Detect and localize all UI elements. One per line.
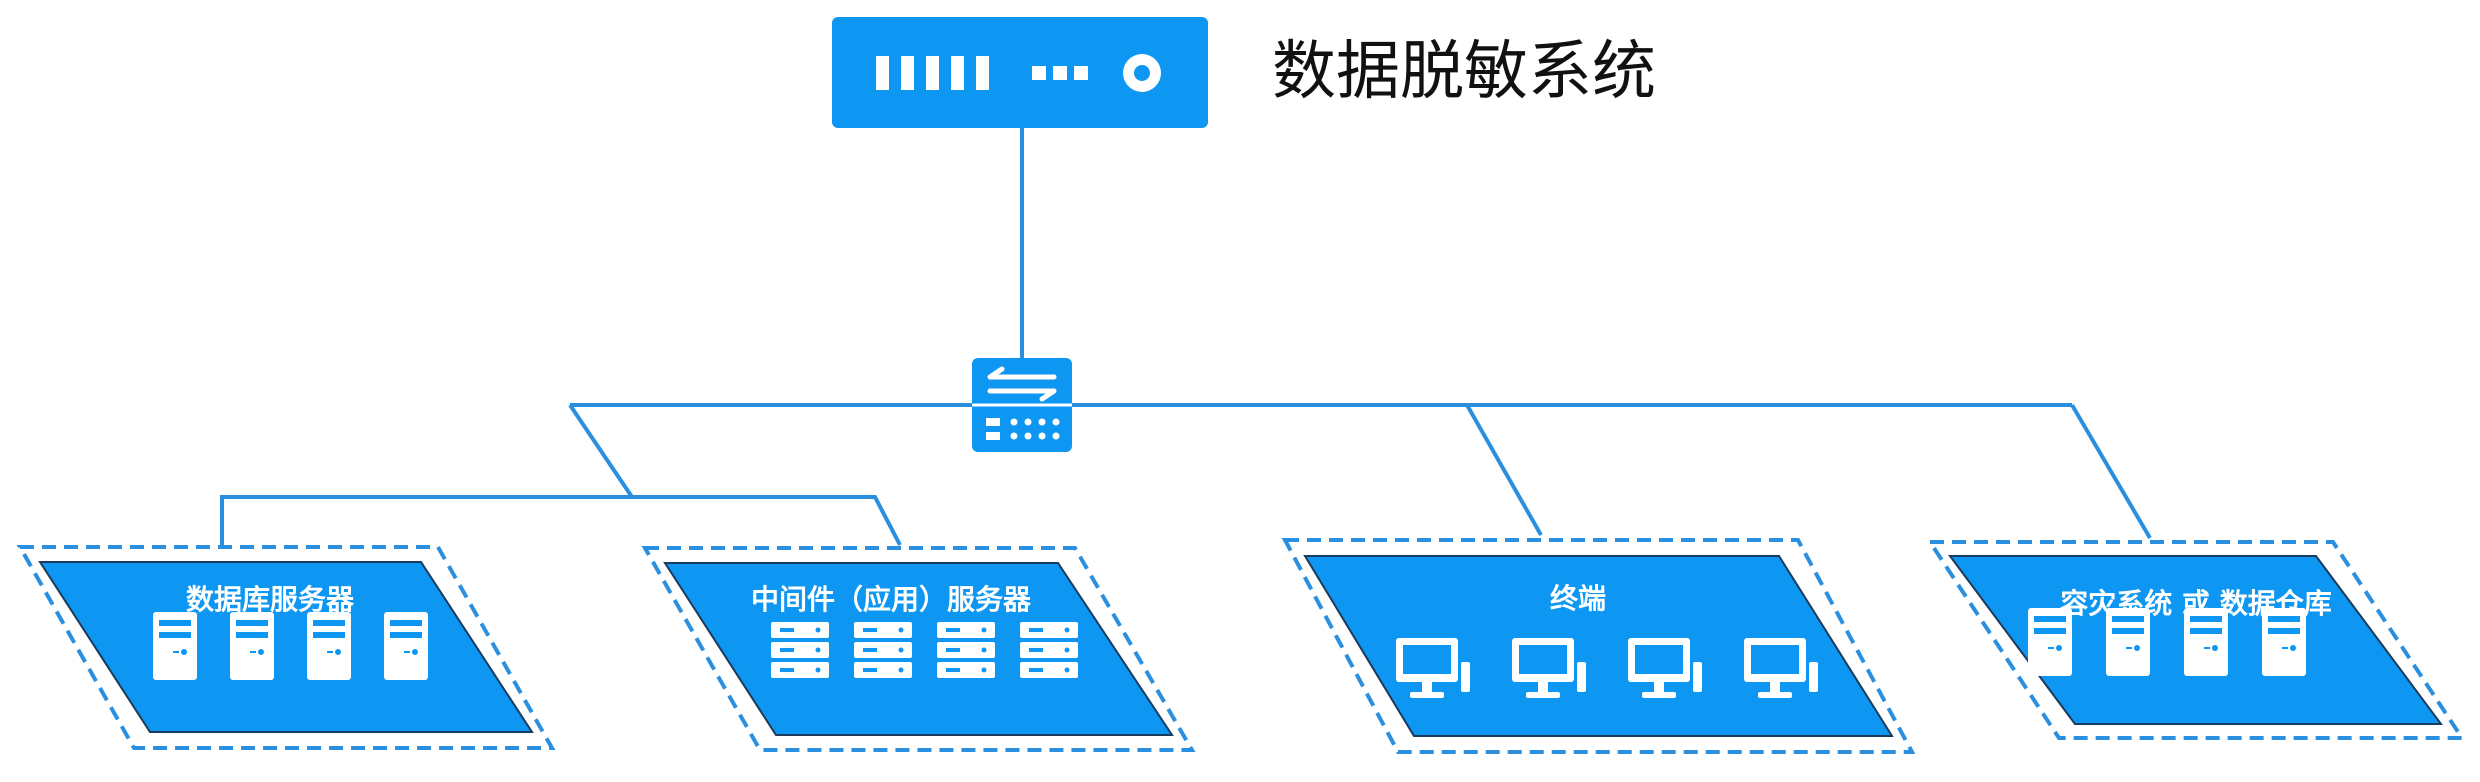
zone-panels: [16, 538, 2466, 754]
monitor-icon: [1744, 638, 1818, 698]
bus-to-terminal-line: [1465, 404, 1543, 536]
rack-server-icon: [771, 622, 829, 678]
zone-panel: [663, 562, 1174, 736]
masking-appliance-icon: [832, 17, 1208, 128]
zone-panel: [1303, 555, 1894, 737]
zone-label-middleware-servers: 中间件（应用）服务器: [750, 583, 1032, 616]
zone-dashed-outline: [1926, 540, 2466, 740]
zone-disaster-recovery: [1926, 540, 2466, 740]
zone-label-disaster-recovery: 容灾系统 或 数据仓库: [2060, 587, 2332, 620]
connection-lines: [220, 128, 2152, 546]
zone-middleware-servers: [641, 546, 1196, 752]
tower-server-icon: [2184, 608, 2228, 676]
tower-server-icon: [2106, 608, 2150, 676]
zone-dashed-outline: [641, 546, 1196, 752]
tower-server-icon: [384, 612, 428, 680]
monitor-icon: [1512, 638, 1586, 698]
tower-server-icon: [2262, 608, 2306, 676]
tower-server-icon: [2028, 608, 2072, 676]
bus-to-db-branch-line: [568, 403, 634, 499]
db-middleware-link-line: [220, 495, 902, 546]
system-title: 数据脱敏系统: [1272, 35, 1656, 109]
zone-dashed-outline: [16, 545, 556, 750]
rack-server-icon: [854, 622, 912, 678]
rack-server-icon: [937, 622, 995, 678]
bus-to-dr-line: [2070, 403, 2152, 540]
zone-terminals: [1281, 538, 1916, 754]
tower-server-icon: [153, 612, 197, 680]
monitor-icon: [1396, 638, 1470, 698]
tower-server-icon: [230, 612, 274, 680]
tower-server-icon: [307, 612, 351, 680]
zone-label-terminals: 终端: [1549, 582, 1607, 615]
zone-dashed-outline: [1281, 538, 1916, 754]
zone-database-servers: [16, 545, 556, 750]
zone-panel: [38, 561, 534, 733]
network-switch-icon: [972, 358, 1072, 452]
monitor-icon: [1628, 638, 1702, 698]
zone-label-database-servers: 数据库服务器: [185, 583, 355, 616]
rack-server-icon: [1020, 622, 1078, 678]
